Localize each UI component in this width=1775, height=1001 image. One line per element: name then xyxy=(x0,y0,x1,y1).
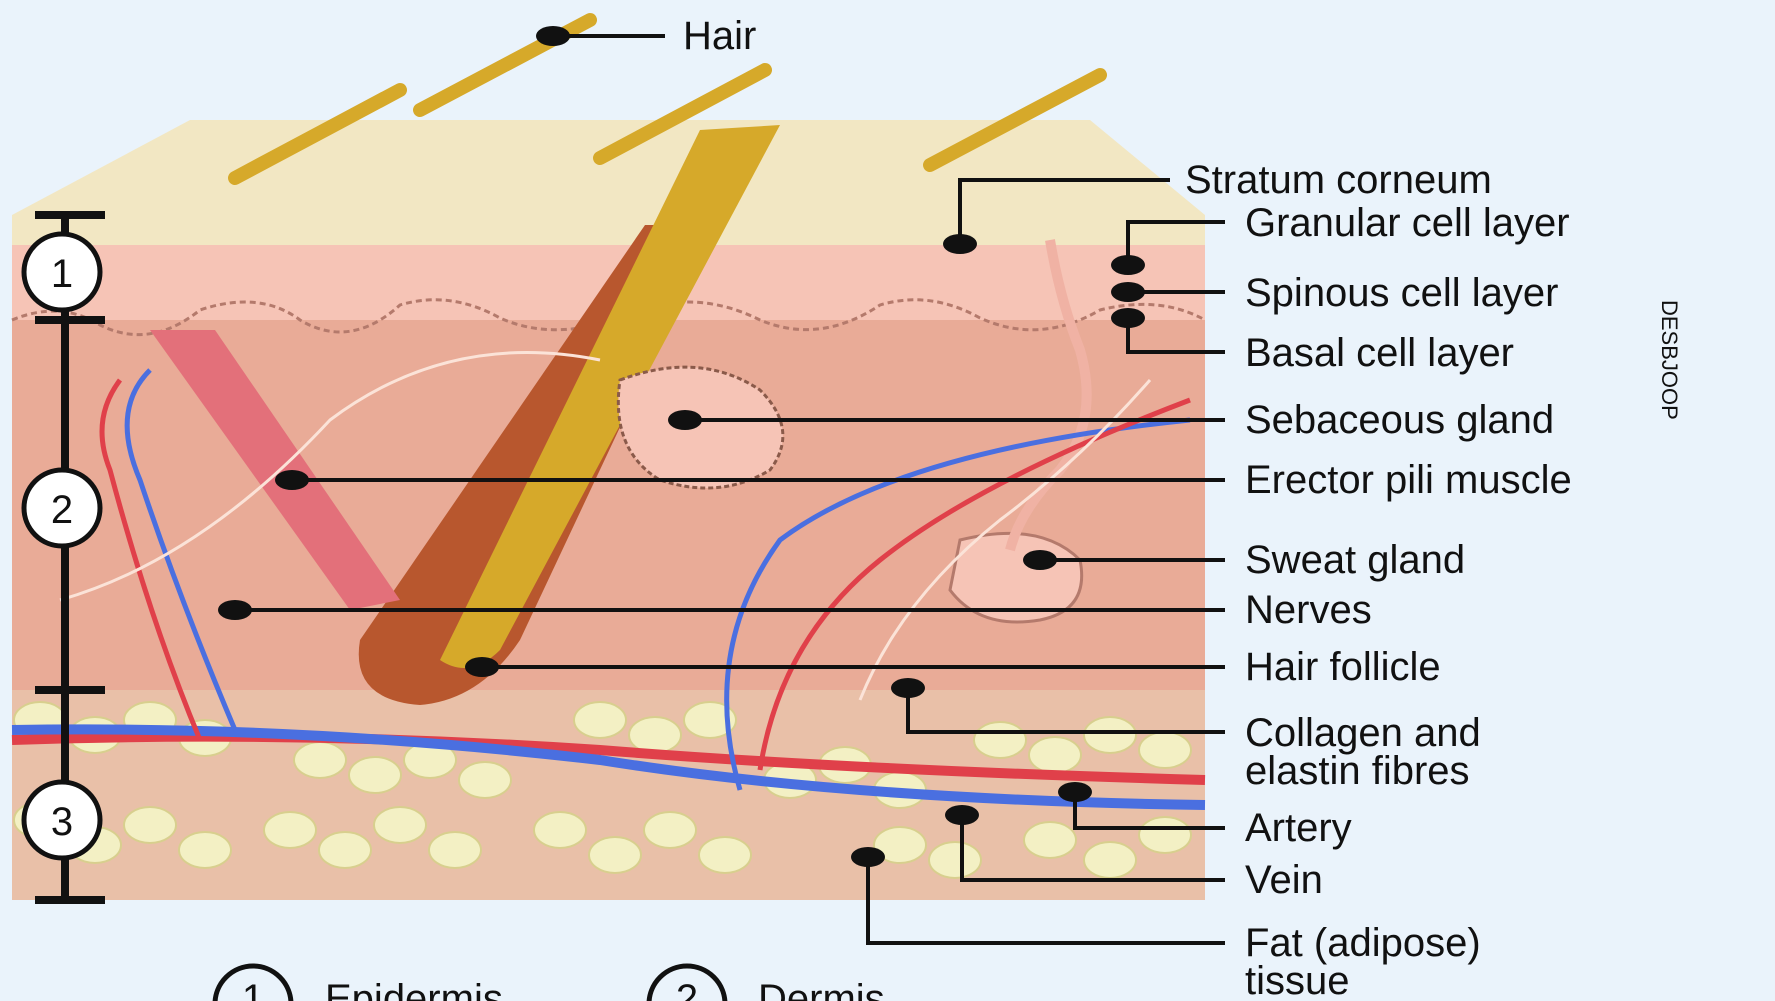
label-hair-follicle: Hair follicle xyxy=(1245,645,1441,689)
label-granular-cell-layer: Granular cell layer xyxy=(1245,201,1570,245)
label-collagen-line-2: elastin fibres xyxy=(1245,749,1470,793)
legend-dermis: Dermis xyxy=(758,977,885,1001)
label-spinous-cell-layer: Spinous cell layer xyxy=(1245,271,1559,315)
label-stratum-corneum: Stratum corneum xyxy=(1185,158,1492,202)
layer-marker-1: 1 xyxy=(24,234,100,310)
label-nerves: Nerves xyxy=(1245,588,1372,632)
stratum-corneum-surface xyxy=(12,120,1205,260)
legend-number-1: 1 xyxy=(242,977,264,1001)
label-artery: Artery xyxy=(1245,806,1352,850)
layer-number-2: 2 xyxy=(51,488,73,532)
watermark-text: DESBJOOP xyxy=(1657,300,1682,420)
legend-number-2: 2 xyxy=(676,977,698,1001)
layer-marker-2: 2 xyxy=(24,470,100,546)
legend: 1 Epidermis 2 Dermis xyxy=(215,966,885,1001)
layer-marker-3: 3 xyxy=(24,782,100,858)
label-fat-line-2: tissue xyxy=(1245,959,1350,1001)
label-sebaceous-gland: Sebaceous gland xyxy=(1245,398,1554,442)
layer-number-3: 3 xyxy=(51,800,73,844)
label-vein: Vein xyxy=(1245,858,1323,902)
layer-number-1: 1 xyxy=(51,252,73,296)
legend-epidermis: Epidermis xyxy=(325,977,503,1001)
label-sweat-gland: Sweat gland xyxy=(1245,538,1465,582)
label-basal-cell-layer: Basal cell layer xyxy=(1245,331,1514,375)
label-erector-pili-muscle: Erector pili muscle xyxy=(1245,458,1572,502)
label-hair: Hair xyxy=(683,14,756,58)
